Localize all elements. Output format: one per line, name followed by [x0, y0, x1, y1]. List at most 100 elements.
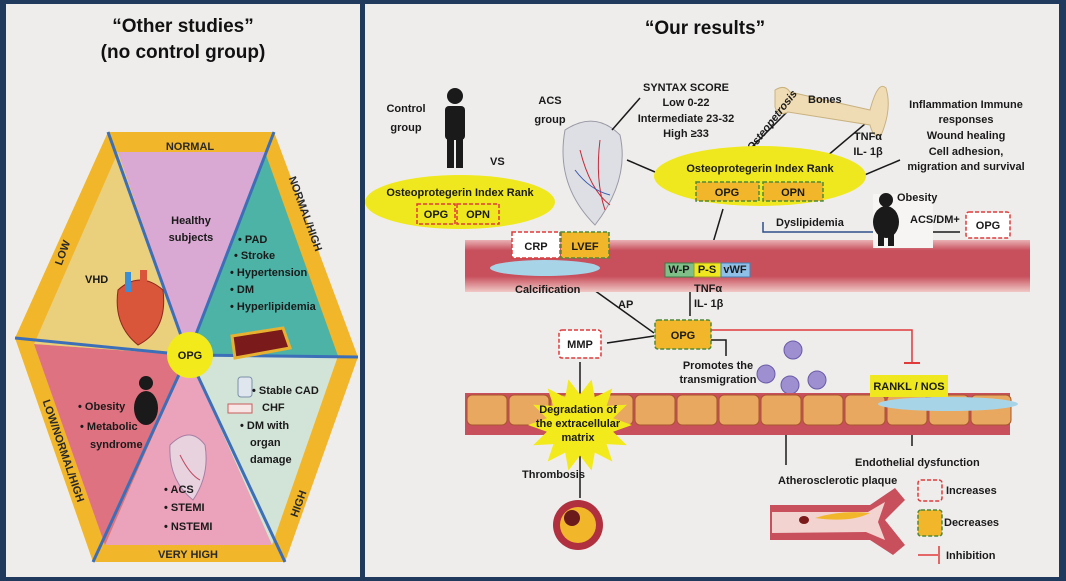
vessel-icon: [227, 403, 253, 414]
acs-index-ellipse: [654, 146, 866, 206]
calcification-label: Calcification: [515, 284, 581, 296]
acs-opn-box: [762, 181, 824, 202]
immune-cells: [756, 340, 827, 395]
opg-center-circle: [167, 332, 213, 378]
svg-text:• Hypertension: • Hypertension: [230, 267, 307, 279]
svg-text:Low 0-22: Low 0-22: [662, 97, 709, 109]
acs-dm-label: ACS/DM+: [910, 214, 960, 226]
inhibition-line: [711, 329, 913, 362]
heart-icon: [562, 120, 623, 226]
promotes-label: transmigration: [679, 374, 756, 386]
segment-top-text: Healthy: [171, 215, 212, 227]
crp-label: CRP: [524, 241, 547, 253]
crp-box: [511, 231, 561, 259]
obesity-opg-label: OPG: [976, 220, 1000, 232]
bones-label: Bones: [808, 94, 842, 106]
svg-text:damage: damage: [250, 454, 292, 466]
svg-text:• Stable CAD: • Stable CAD: [252, 385, 319, 397]
svg-text:• STEMI: • STEMI: [164, 502, 205, 514]
legend-inhibition-label: Inhibition: [946, 550, 996, 562]
segment-top-text: subjects: [169, 232, 214, 244]
calcification-deposit: [878, 397, 1018, 411]
band-top: NORMAL: [166, 141, 215, 153]
segment-bottom-right: [188, 355, 338, 545]
ap-label: AP: [618, 299, 633, 311]
atherosclerotic-plaque-label: Atherosclerotic plaque: [778, 475, 897, 487]
control-opg-label: OPG: [424, 209, 448, 221]
control-index-ellipse: [365, 175, 555, 229]
acs-opg-label: OPG: [715, 187, 739, 199]
svg-text:responses: responses: [938, 114, 993, 126]
plaque-artery-icon: [770, 488, 905, 555]
acs-group-label: ACS: [538, 95, 561, 107]
inflammation-list: Inflammation Immune responses Wound heal…: [907, 99, 1024, 173]
svg-text:Cell adhesion,: Cell adhesion,: [929, 146, 1004, 158]
segment-bottom-list: • ACS • STEMI • NSTEMI: [164, 484, 212, 533]
left-title-line1: “Other studies”: [112, 16, 253, 37]
acs-group-label: group: [534, 114, 565, 126]
endothelial-cell: [802, 394, 844, 426]
svg-text:• Metabolic: • Metabolic: [80, 421, 138, 433]
lvef-box: [560, 231, 610, 259]
legend-increases-label: Increases: [946, 485, 997, 497]
svg-text:Degradation of: Degradation of: [539, 404, 617, 416]
svg-text:• Stroke: • Stroke: [234, 250, 275, 262]
vwf-box: [720, 262, 751, 278]
band-bottom: VERY HIGH: [158, 549, 218, 561]
acs-opn-label: OPN: [781, 187, 805, 199]
rankl-nos-box: [870, 375, 948, 397]
glucometer-icon: [237, 376, 253, 398]
svg-text:• DM: • DM: [230, 284, 254, 296]
il1b-label: IL- 1β: [853, 146, 883, 158]
control-opg-box: [416, 203, 456, 225]
svg-text:Wound healing: Wound healing: [927, 130, 1006, 142]
svg-text:the extracellular: the extracellular: [536, 418, 621, 430]
person-icon: [445, 88, 465, 168]
svg-text:CHF: CHF: [262, 402, 285, 414]
endothelial-cell: [466, 394, 508, 426]
control-group-label: Control: [386, 103, 425, 115]
obese-person-icon: [134, 376, 158, 425]
dyslipidemia-label: Dyslipidemia: [776, 217, 845, 229]
acs-opg-box: [695, 181, 760, 202]
artery-icon: [230, 326, 292, 360]
center-label: OPG: [178, 350, 202, 362]
svg-text:• DM with: • DM with: [240, 420, 289, 432]
svg-text:High ≥33: High ≥33: [663, 128, 709, 140]
svg-text:• NSTEMI: • NSTEMI: [164, 521, 212, 533]
anatomical-heart-icon: [116, 270, 165, 346]
bone-icon: [774, 85, 889, 137]
heart-icon: [169, 434, 207, 501]
wp-label: W-P: [668, 264, 689, 276]
obesity-label: Obesity: [897, 192, 938, 204]
endothelial-cell: [718, 394, 760, 426]
ps-label: P-S: [698, 264, 716, 276]
segment-top-left-text: VHD: [85, 274, 108, 286]
control-opn-label: OPN: [466, 209, 490, 221]
control-index-title: Osteoprotegerin Index Rank: [386, 187, 534, 199]
mmp-label: MMP: [567, 339, 593, 351]
degradation-starburst: [528, 379, 632, 471]
syntax-score: SYNTAX SCORE Low 0-22 Intermediate 23-32…: [638, 82, 735, 140]
lvef-label: LVEF: [571, 241, 599, 253]
segment-bottom-right-list: • Stable CAD CHF • DM with organ damage: [240, 385, 319, 466]
obesity-opg-box: [965, 211, 1011, 239]
svg-text:migration and survival: migration and survival: [907, 161, 1024, 173]
svg-text:• Obesity: • Obesity: [78, 401, 126, 413]
acs-index-title: Osteoprotegerin Index Rank: [686, 163, 834, 175]
legend-decreases-swatch: [917, 509, 943, 537]
control-opn-box: [456, 203, 500, 225]
svg-text:Inflammation Immune: Inflammation Immune: [909, 99, 1023, 111]
svg-text:SYNTAX SCORE: SYNTAX SCORE: [643, 82, 729, 94]
vwf-label: vWF: [723, 264, 747, 276]
vs-label: VS: [490, 156, 505, 168]
segment-top-right-list: • PAD • Stroke • Hypertension • DM • Hyp…: [230, 234, 317, 313]
opg-center-box: [654, 319, 712, 350]
svg-text:Intermediate 23-32: Intermediate 23-32: [638, 113, 735, 125]
dyslipidemia-arrow: [762, 222, 878, 233]
endothelial-dysfunction-label: Endothelial dysfunction: [855, 457, 980, 469]
svg-text:organ: organ: [250, 437, 281, 449]
svg-text:• ACS: • ACS: [164, 484, 194, 496]
endothelial-cell: [676, 394, 718, 426]
